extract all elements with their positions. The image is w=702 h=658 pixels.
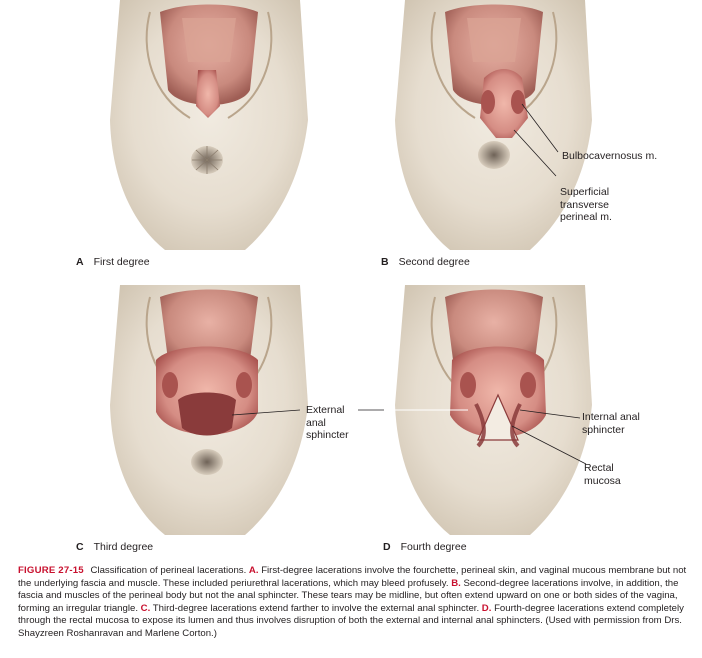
panel-label-c: C Third degree — [76, 541, 153, 553]
panel-letter: D — [383, 541, 391, 553]
figure-caption: FIGURE 27-15 Classification of perineal … — [18, 565, 690, 641]
panel-letter: A — [76, 256, 84, 268]
panel-d-illustration — [358, 285, 592, 535]
perineal-laceration-illustrations — [110, 0, 592, 535]
panel-c-illustration — [110, 285, 308, 535]
callout-superficial-transverse-perineal: Superficial transverse perineal m. — [560, 186, 612, 223]
caption-text-b: Second-degree lacerations involve, in ad… — [18, 577, 679, 614]
caption-ref-d: D. — [481, 602, 492, 614]
panel-title: Fourth degree — [400, 541, 467, 553]
panel-label-d: D Fourth degree — [383, 541, 467, 553]
callout-rectal-mucosa: Rectal mucosa — [584, 462, 621, 487]
caption-ref-a: A. — [248, 565, 259, 576]
caption-intro: Classification of perineal lacerations. — [90, 565, 247, 576]
panel-letter: C — [76, 541, 84, 553]
callout-internal-anal-sphincter: Internal anal sphincter — [582, 411, 640, 436]
caption-text-d: Fourth-degree lacerations extend complet… — [18, 602, 684, 639]
panel-letter: B — [381, 256, 389, 268]
panel-title: Third degree — [93, 541, 154, 553]
caption-ref-c: C. — [140, 602, 151, 614]
panel-title: First degree — [93, 256, 150, 268]
panel-label-a: A First degree — [76, 256, 150, 268]
callout-external-anal-sphincter: External anal sphincter — [306, 404, 349, 441]
panel-a-illustration — [110, 0, 308, 250]
figure-number: FIGURE 27-15 — [18, 565, 84, 576]
caption-text-a: First-degree lacerations involve the fou… — [18, 565, 687, 589]
callout-bulbocavernosus: Bulbocavernosus m. — [562, 150, 658, 162]
panel-label-b: B Second degree — [381, 256, 470, 268]
caption-text-c: Third-degree lacerations extend farther … — [152, 602, 480, 614]
panel-b-illustration — [395, 0, 592, 250]
caption-ref-b: B. — [451, 577, 461, 589]
panel-title: Second degree — [398, 256, 470, 268]
